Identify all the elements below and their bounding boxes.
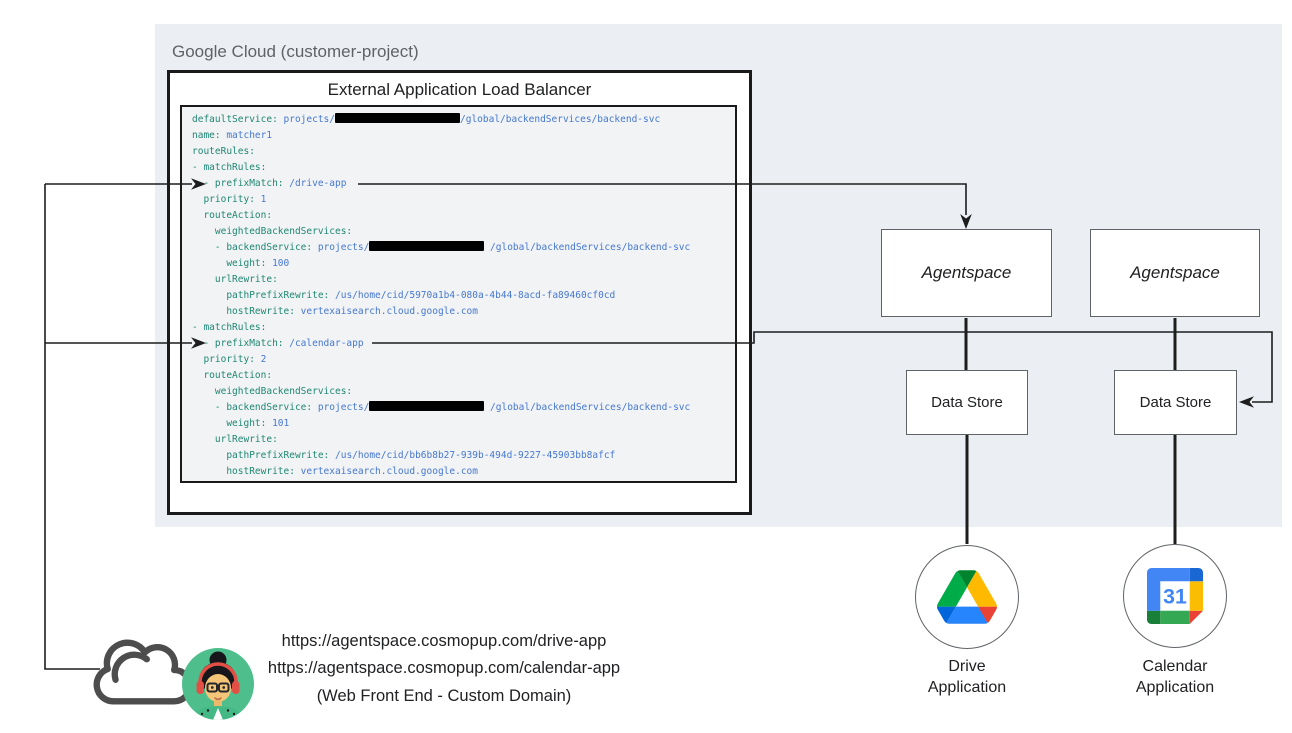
code-line: weight: 101 [192,418,290,429]
code-line: - prefixMatch: /calendar-app [192,338,364,349]
code-line: priority: 1 [192,194,267,205]
code-line: routeAction: [192,370,273,381]
agentspace-left-label: Agentspace [921,263,1012,282]
drive-label-line1: Drive [948,658,986,675]
google-cloud-label: Google Cloud (customer-project) [172,42,419,61]
code-line: pathPrefixRewrite: /us/home/cid/bb6b8b27… [192,450,616,461]
code-line: - matchRules: [192,322,267,333]
code-line: urlRewrite: [192,434,278,445]
code-line: routeRules: [192,146,255,157]
redaction-bar [369,401,485,411]
datastore-node-right: Data Store [1114,370,1237,435]
calendar-label-line2: Application [1135,679,1215,696]
url-calendar-app: https://agentspace.cosmopup.com/calendar… [267,659,621,678]
datastore-right-label: Data Store [1139,394,1212,411]
redaction-bar [369,241,485,251]
code-line: - backendService: projects/ /global/back… [192,401,691,413]
code-line: weightedBackendServices: [192,226,353,237]
frontend-caption: (Web Front End - Custom Domain) [316,686,572,705]
datastore-left-label: Data Store [931,394,1003,411]
drive-app-circle [915,545,1019,649]
google-drive-icon [937,570,997,624]
agentspace-node-right: Agentspace [1090,229,1260,317]
agentspace-right-label: Agentspace [1130,263,1220,282]
load-balancer-title: External Application Load Balancer [327,80,592,99]
code-line: routeAction: [192,210,273,221]
calendar-app-circle: 31 [1123,544,1227,648]
lb-code-block: defaultService: projects//global/backend… [180,105,737,483]
calendar-day-text: 31 [1163,584,1187,608]
code-line: urlRewrite: [192,274,278,285]
user-avatar [182,648,254,725]
drive-label-line2: Application [927,679,1007,696]
datastore-node-left: Data Store [906,370,1028,435]
google-calendar-icon: 31 [1147,568,1203,624]
redaction-bar [335,113,460,123]
code-line: - backendService: projects/ /global/back… [192,241,691,253]
code-line: - prefixMatch: /drive-app [192,178,347,189]
code-line: hostRewrite: vertexaisearch.cloud.google… [192,306,478,317]
frontend-urls: https://agentspace.cosmopup.com/drive-ap… [244,628,644,710]
code-line: weightedBackendServices: [192,386,353,397]
code-line: - matchRules: [192,162,267,173]
code-line: priority: 2 [192,354,267,365]
drive-app-label: Drive Application [917,656,1017,698]
agentspace-node-left: Agentspace [881,229,1052,317]
code-line: pathPrefixRewrite: /us/home/cid/5970a1b4… [192,290,616,301]
code-line: name: matcher1 [192,130,273,141]
calendar-app-label: Calendar Application [1115,656,1235,698]
code-line: defaultService: projects//global/backend… [192,113,661,125]
url-drive-app: https://agentspace.cosmopup.com/drive-ap… [281,632,607,650]
code-line: hostRewrite: vertexaisearch.cloud.google… [192,466,478,477]
code-line: weight: 100 [192,258,290,269]
load-balancer-box: External Application Load Balancer defau… [167,70,752,515]
calendar-label-line1: Calendar [1142,658,1208,675]
